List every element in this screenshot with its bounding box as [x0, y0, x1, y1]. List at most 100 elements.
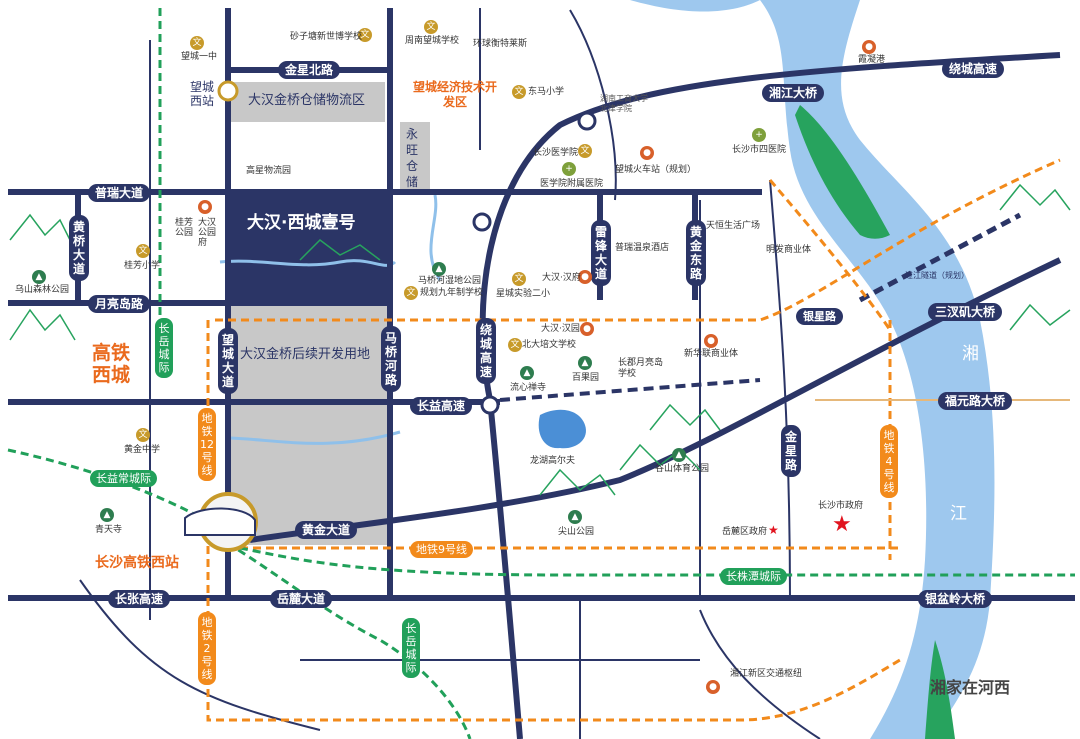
poi-huangjin-zhongxue: 黄金中学 — [124, 445, 161, 455]
metro9-label: 地铁9号线 — [410, 541, 473, 558]
changyichang-label: 长益常城际 — [90, 470, 157, 487]
poi-wangcheng-west-station: 望城西站 — [189, 80, 214, 108]
xiangjiang-river — [760, 0, 995, 739]
lake — [538, 409, 586, 449]
changyue-label: 长岳城际 — [155, 318, 173, 378]
poi-huanqiu: 环球衡特莱斯 — [473, 39, 528, 49]
port-icon: ● — [862, 40, 876, 54]
school-icon: 文 — [136, 428, 150, 442]
road-jinxing: 金星路 — [781, 425, 801, 477]
city-gov-star-icon: ★ — [832, 512, 852, 537]
park-icon: ▲ — [432, 262, 446, 276]
poi-shaziling: 砂子塘新世博学校 — [290, 32, 363, 42]
school-icon: 文 — [424, 20, 438, 34]
poi-guifang-park: 桂芳公园 — [175, 218, 194, 238]
poi-hunan-gongshang: 湖南工商大学北津学院 — [600, 94, 648, 113]
poi-tianheng: 天恒生活广场 — [706, 221, 761, 231]
interchange-marker — [480, 395, 500, 415]
road-changyi: 长益高速 — [410, 397, 473, 415]
poi-zhoutang: 周南望城学校 — [405, 36, 460, 46]
school-icon: 文 — [404, 286, 418, 300]
river-island-south — [925, 640, 955, 739]
yongwang-area-label: 永旺仓储 — [406, 127, 419, 189]
changzhutan-label: 长株潭城际 — [720, 568, 787, 585]
wangcheng-west-marker — [217, 80, 239, 102]
road-yueliangdao: 月亮岛路 — [88, 295, 151, 313]
river-label-xiang: 湘 — [962, 344, 979, 364]
school-icon: 文 — [512, 272, 526, 286]
school-icon: 文 — [578, 144, 592, 158]
poi-shishan: 尖山公园 — [558, 527, 595, 537]
school-icon: 文 — [508, 338, 522, 352]
poi-yuelu-gov: 岳麓区政府 — [722, 527, 768, 537]
project-area-label: 大汉·西城壹号 — [247, 213, 356, 233]
poi-qingtian: 青天寺 — [95, 525, 123, 535]
road-raocheng-top: 绕城高速 — [942, 60, 1005, 78]
poi-gaoxing-wuliu: 高星物流园 — [246, 166, 292, 176]
poi-dongma: 东马小学 — [528, 87, 565, 97]
railway-icon: ● — [640, 146, 654, 160]
road-sanchaji: 三汊矶大桥 — [928, 303, 1003, 321]
hsr-west-city-label: 高铁西城 — [92, 342, 131, 386]
school-icon: 文 — [358, 28, 372, 42]
park-icon: ▲ — [578, 356, 592, 370]
poi-wangcheng-railway: 望城火车站（规划） — [615, 165, 697, 175]
future-block — [230, 305, 390, 545]
park-icon: ▲ — [32, 270, 46, 284]
interchange-marker — [472, 212, 492, 232]
poi-dahan-hanyuan: 大汉·汉园 — [541, 324, 580, 334]
road-yuelu: 岳麓大道 — [270, 590, 333, 608]
road-raocheng: 绕城高速 — [476, 318, 496, 384]
poi-changsha-si: 长沙市四医院 — [732, 145, 787, 155]
poi-dahan-gongyuanfu: 大汉公园府 — [198, 218, 217, 248]
metro12-label: 地铁12号线 — [198, 408, 216, 481]
road-xiangjiang-bridge: 湘江大桥 — [762, 84, 825, 102]
poi-guifang-xiaoxue: 桂芳小学 — [124, 261, 161, 271]
poi-wangcheng-port: 霞凝港 — [858, 55, 886, 65]
park-icon: ▲ — [520, 366, 534, 380]
river-island — [795, 105, 890, 239]
district-gov-star-icon: ★ — [768, 523, 779, 537]
poi-liuxin-chan: 流心禅寺 — [510, 383, 547, 393]
road-yinxing: 银星路 — [796, 308, 843, 325]
tunnel-dashed — [858, 212, 1022, 303]
poi-changsha-gov: 长沙市政府 — [818, 501, 864, 511]
road-fuyuan: 福元路大桥 — [938, 392, 1013, 410]
poi-xinhualian: 新华联商业体 — [684, 349, 739, 359]
changyue-south-label: 长岳城际 — [402, 618, 420, 678]
poi-puruiwenquan: 普瑞温泉酒店 — [615, 243, 670, 253]
poi-xiangjiang-hub: 湘江新区交通枢纽 — [730, 669, 803, 679]
poi-baiguo: 百果园 — [572, 373, 600, 383]
poi-yixueyuan-fushu: 医学院附属医院 — [540, 179, 604, 189]
metro4-label: 地铁4号线 — [880, 425, 898, 498]
poi-maqiaohe-park: 马桥河湿地公园 — [418, 276, 482, 286]
park-icon: ▲ — [568, 510, 582, 524]
warehouse-area-label: 大汉金桥仓储物流区 — [248, 93, 366, 108]
metro2-label: 地铁2号线 — [198, 612, 216, 685]
poi-longhu-golf: 龙湖高尔夫 — [530, 456, 576, 466]
watermark: 湘家在河西 — [930, 678, 1011, 697]
park-icon: ▲ — [672, 448, 686, 462]
road-jinxing-bei: 金星北路 — [278, 61, 341, 79]
hospital-icon: + — [562, 162, 576, 176]
property-icon: ● — [580, 322, 594, 336]
stream-future — [229, 430, 401, 445]
road-purui: 普瑞大道 — [88, 184, 151, 202]
poi-wushan-park: 乌山森林公园 — [15, 285, 70, 295]
hotel-icon: ● — [198, 200, 212, 214]
road-wangcheng: 望城大道 — [218, 328, 238, 394]
school-icon: 文 — [190, 36, 204, 50]
poi-mingfa: 明发商业体 — [766, 245, 812, 255]
poi-dahan-hanfu: 大汉·汉府 — [542, 273, 581, 283]
hsr-station-label: 长沙高铁西站 — [95, 555, 179, 571]
xiangjiang-inlet — [630, 0, 760, 12]
poi-wangcheng-yizhong: 望城一中 — [181, 52, 218, 62]
road-leifeng: 雷锋大道 — [591, 220, 611, 286]
road-yinpenling: 银盆岭大桥 — [918, 590, 993, 608]
road-huangjin: 黄金大道 — [295, 521, 358, 539]
poi-changjun: 长郡月亮岛学校 — [618, 358, 664, 379]
future-area-label: 大汉金桥后续开发用地 — [240, 347, 371, 362]
school-icon: 文 — [512, 85, 526, 99]
poi-guihua-school: 规划九年制学校 — [420, 288, 484, 298]
